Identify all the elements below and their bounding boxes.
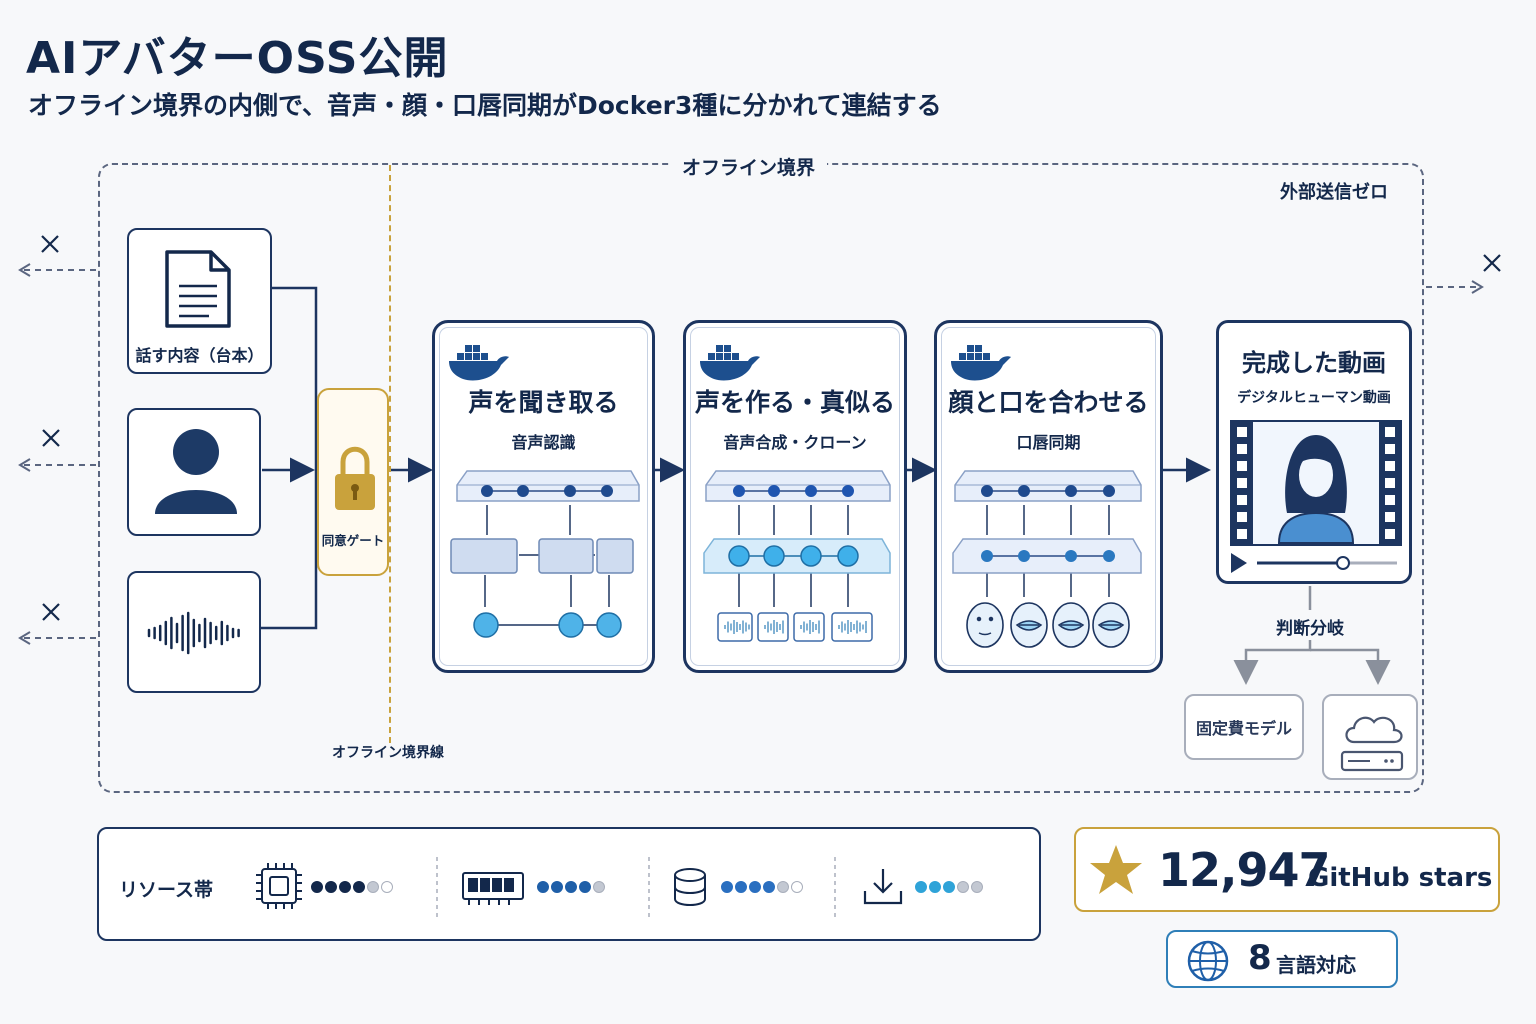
stage-subtitle: 音声合成・クローン [723,433,867,452]
level-dot [565,881,577,893]
blocked-outbound-left [18,263,96,645]
level-dot [593,881,605,893]
lipsync-network-icon [952,470,1142,648]
page-subtitle: オフライン境界の内側で、音声・顔・口唇同期がDocker3種に分かれて連結する [28,91,942,120]
languages-count: 8 [1248,938,1272,978]
level-dot [971,881,983,893]
video-frame-icon [1230,420,1402,546]
consent-gate: 同意ゲート [317,388,389,576]
level-dot [339,881,351,893]
level-dot [311,881,323,893]
blocked-outbound-right [1426,280,1484,294]
docker-icon [449,345,509,381]
docker-icon [700,345,760,381]
level-dot [537,881,549,893]
cpu-icon [256,863,302,909]
level-dot [749,881,761,893]
input-merge-lines [261,286,1211,630]
github-stars-badge: 12,947 GitHub stars [1074,827,1500,912]
level-dot [915,881,927,893]
level-dot [791,881,803,893]
boundary-label: オフライン境界 [670,153,828,180]
stage-subtitle: 音声認識 [511,433,576,452]
zero-send-label: 外部送信ゼロ [1280,182,1388,203]
option-cloud-server [1322,694,1418,780]
storage-icon [674,868,706,906]
resource-icons [256,857,983,917]
memory-icon [462,872,524,905]
globe-icon [1187,940,1229,982]
level-dot [353,881,365,893]
consent-gate-label: 同意ゲート [321,533,385,548]
blocked-x-icon [41,235,1501,621]
level-dot [367,881,379,893]
docker-icon [951,345,1011,381]
download-icon [863,869,903,905]
stage-speech-recognition: 声を聞き取る 音声認識 [432,320,655,673]
input-voice-box [127,571,261,693]
option-fixed-cost: 固定費モデル [1184,694,1304,760]
level-dot [721,881,733,893]
level-dot [777,881,789,893]
recognition-network-icon [450,470,640,638]
boundary-line-label: オフライン境界線 [332,745,444,761]
stage-subtitle: 口唇同期 [1016,433,1081,452]
level-dot [325,881,337,893]
branch-label: 判断分岐 [1276,619,1344,639]
page-title: AIアバターOSS公開 [26,33,449,84]
level-dot [957,881,969,893]
waveform-icon [147,611,240,655]
offline-boundary-line [389,165,391,743]
play-icon[interactable] [1219,323,1415,587]
stage-title: 声を聞き取る [468,388,619,417]
person-icon [155,429,237,514]
stage-voice-synthesis: 声を作る・真似る 音声合成・クローン [683,320,907,673]
cloud-server-icon [1340,716,1404,772]
stage-title: 声を作る・真似る [694,388,895,417]
level-dot [381,881,393,893]
resource-label: リソース帯 [119,879,214,901]
input-script-box: 話す内容（台本） [127,228,272,374]
document-icon [165,250,231,328]
level-dot [929,881,941,893]
input-script-label: 話す内容（台本） [135,346,264,365]
languages-badge: 8 言語対応 [1166,930,1398,988]
output-video-card: 完成した動画 デジタルヒューマン動画 [1216,320,1412,584]
level-dot [943,881,955,893]
synthesis-network-icon [703,470,891,642]
languages-label: 言語対応 [1276,953,1356,977]
level-dot [763,881,775,893]
stars-label: GitHub stars [1308,863,1493,893]
output-subtitle: デジタルヒューマン動画 [1237,390,1391,406]
resource-band: リソース帯 [97,827,1041,941]
stage-lip-sync: 顔と口を合わせる 口唇同期 [934,320,1163,673]
level-dot [579,881,591,893]
level-dot [551,881,563,893]
branch-lines [1233,586,1391,685]
input-face-box [127,408,261,536]
level-dot [735,881,747,893]
stars-count: 12,947 [1158,843,1331,897]
output-title: 完成した動画 [1242,349,1386,377]
lock-icon [335,446,375,510]
fixed-cost-label: 固定費モデル [1195,719,1292,738]
stage-title: 顔と口を合わせる [948,388,1149,417]
star-icon [1090,845,1142,894]
